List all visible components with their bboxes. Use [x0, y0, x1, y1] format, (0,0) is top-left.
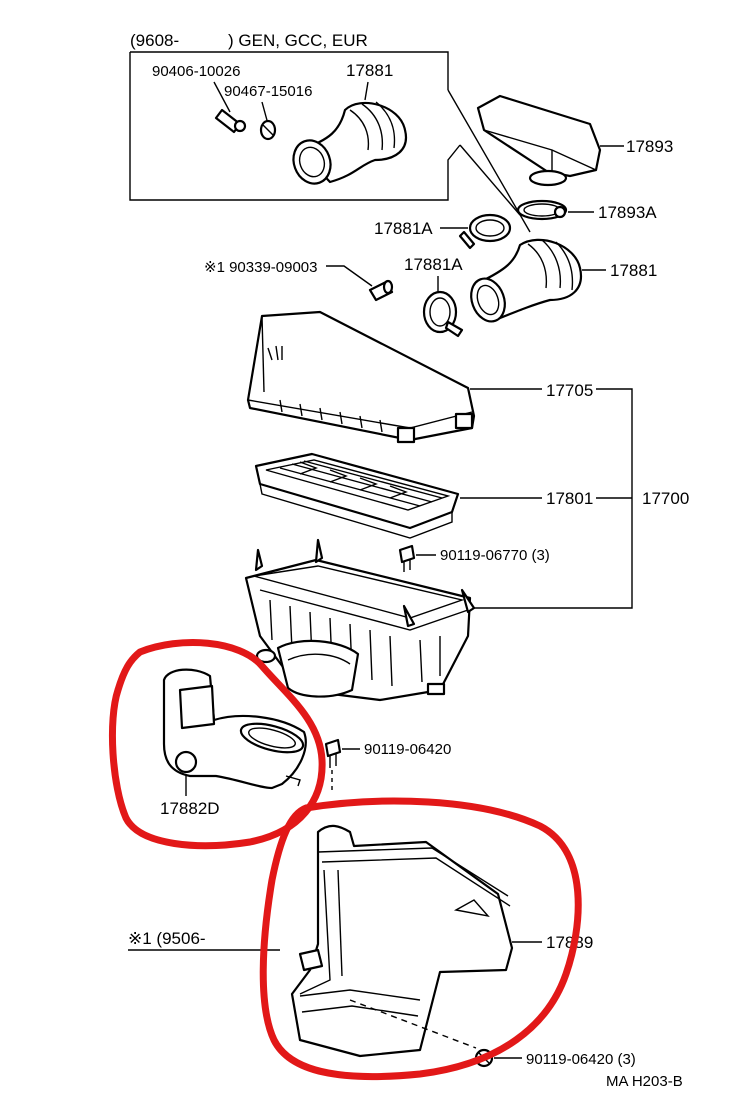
label-90406: 90406-10026: [152, 63, 240, 80]
bolt-90119-06420-drawing: [324, 738, 342, 768]
label-17881-inset: 17881: [346, 61, 393, 80]
label-17881: 17881: [610, 261, 657, 280]
label-90339: ※1 90339-09003: [204, 259, 318, 276]
bolt-90406-drawing: [214, 108, 247, 134]
variant-suffix: ) GEN, GCC, EUR: [228, 31, 368, 50]
filter-element-17801-drawing: [254, 452, 460, 539]
duct-17889-drawing: [290, 824, 514, 1058]
hose-17881-inset-drawing: [292, 101, 408, 185]
clamp-90467-drawing: [259, 119, 277, 141]
label-90119-06770: 90119-06770 (3): [440, 547, 550, 564]
cleaner-case-drawing: [244, 538, 476, 702]
clamp-17893A-drawing: [516, 199, 568, 221]
label-90119-06420-3: 90119-06420 (3): [526, 1051, 636, 1068]
highlight-circle-17889: [259, 797, 582, 1081]
leader-90406: [213, 81, 231, 113]
variant-inset: (9608- ) GEN, GCC, EUR 90406-10026 90467…: [129, 31, 531, 233]
label-17881A-lower: 17881A: [404, 255, 463, 274]
label-17882D: 17882D: [160, 799, 220, 818]
label-90467: 90467-15016: [224, 83, 312, 100]
label-17893: 17893: [626, 137, 673, 156]
label-17700: 17700: [642, 489, 689, 508]
variant-prefix: (9608-: [130, 31, 179, 50]
label-17705: 17705: [546, 381, 593, 400]
label-17893A: 17893A: [598, 203, 657, 222]
label-90119-06420: 90119-06420: [364, 741, 451, 758]
inset-pointer-line: [447, 89, 531, 233]
clamp-17881A-lower-drawing: [422, 290, 464, 338]
bolt-90119-06770-drawing: [398, 544, 416, 572]
label-17889: 17889: [546, 933, 593, 952]
dashed-mount-line: [349, 999, 477, 1049]
note-prefix: ※1 (9506-: [128, 929, 206, 948]
label-17801: 17801: [546, 489, 593, 508]
cleaner-cap-17705-drawing: [246, 310, 476, 444]
hose-17881-drawing: [470, 238, 583, 323]
plug-90339-drawing: [368, 279, 394, 302]
highlight-circle-17882D: [109, 639, 326, 850]
inset-box-frame: [129, 52, 461, 201]
inset-box-top: [130, 51, 449, 90]
figure-reference: MA H203-B: [606, 1073, 683, 1090]
clamp-17881A-upper-drawing: [458, 213, 512, 250]
inset-pointer-line-2: [459, 144, 521, 216]
leader-17881-inset: [364, 81, 369, 101]
label-17881A-upper: 17881A: [374, 219, 433, 238]
resonator-17893-drawing: [476, 94, 602, 187]
leader-90339: [326, 265, 373, 287]
